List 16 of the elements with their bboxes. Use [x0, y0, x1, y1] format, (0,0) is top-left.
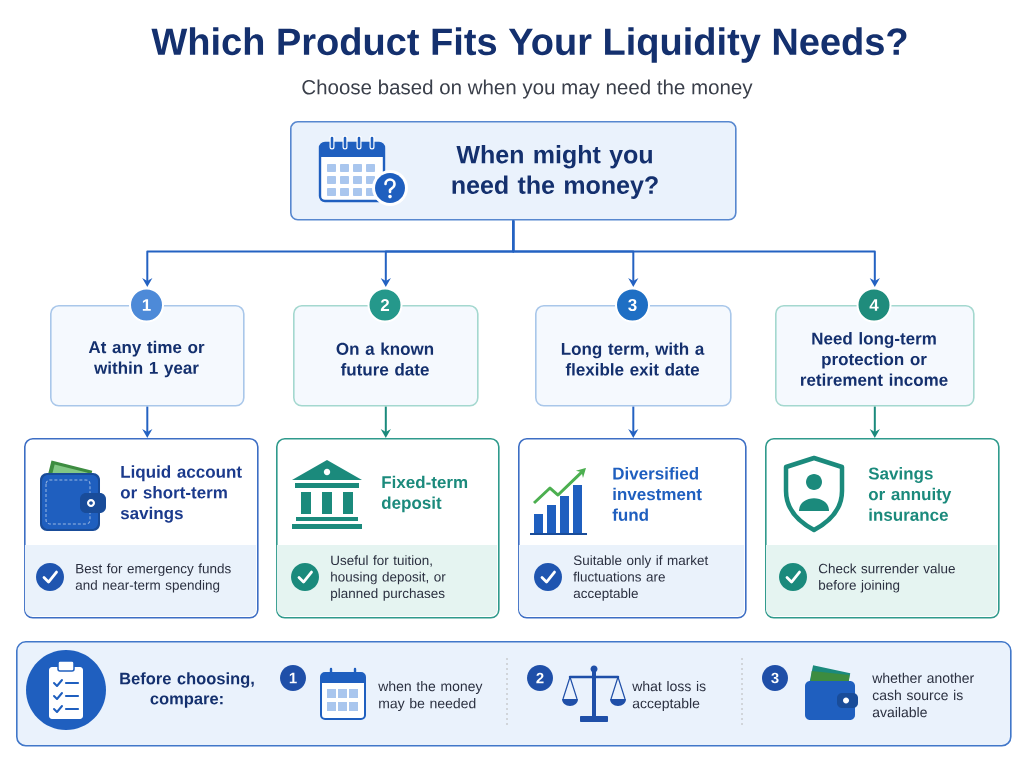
note-band: Useful for tuition, housing deposit, or planned purchases [276, 545, 498, 617]
note-band: Suitable only if market fluctuations are acceptable [518, 545, 745, 617]
title: Which Product Fits Your Liquidity Needs? [151, 27, 907, 63]
number-badge: 2 [367, 287, 403, 323]
number-badge: 2 [527, 665, 553, 691]
number-badge: 3 [762, 665, 788, 691]
checklist-item: whether another cash source is available [872, 672, 974, 718]
checklist-item: what loss is acceptable [632, 680, 706, 712]
note-band: Best for emergency funds and near-term spending [24, 545, 257, 617]
number-badge: 1 [129, 287, 164, 323]
number-badge: 4 [856, 287, 892, 323]
note-band: Check surrender value before joining [765, 545, 998, 617]
checklist-item: when the money may be needed [378, 680, 483, 712]
number-badge: 3 [615, 287, 650, 323]
number-badge: 1 [280, 665, 306, 691]
subtitle: Choose based on when you may need the money [302, 79, 753, 99]
